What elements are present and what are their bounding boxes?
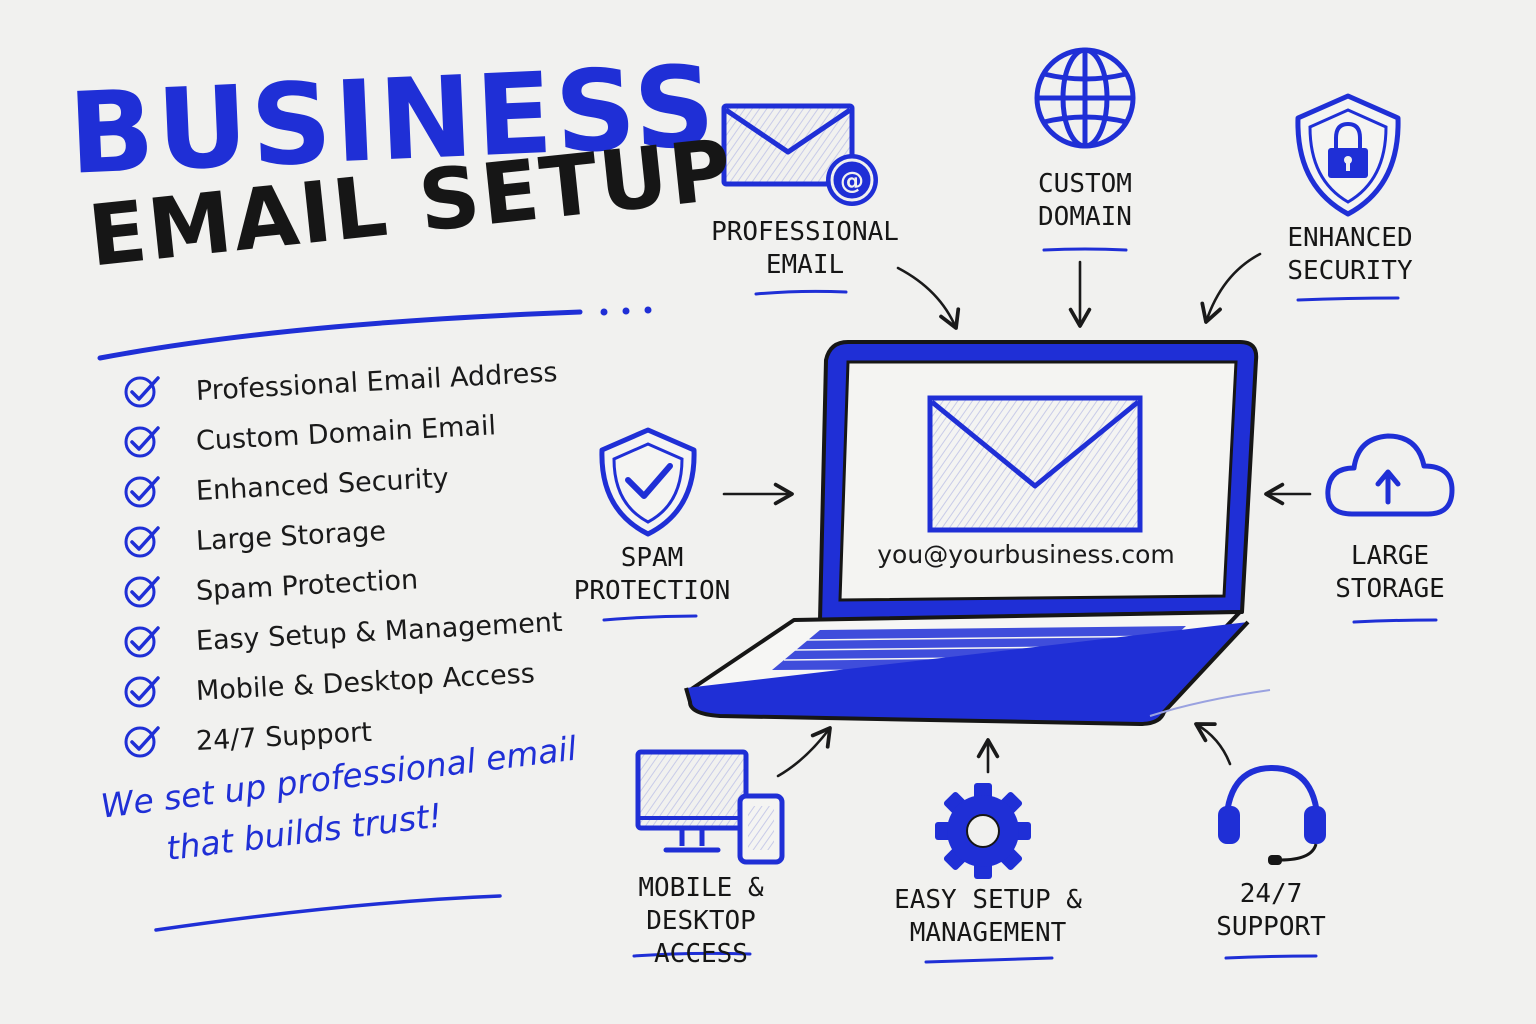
label-spam-protection: SPAM PROTECTION (570, 542, 734, 608)
gear-icon (935, 783, 1031, 879)
label-enhanced-security: ENHANCED SECURITY (1268, 222, 1432, 288)
label-mobile-desktop-access: MOBILE & DESKTOP ACCESS (594, 872, 808, 971)
label-line: PROFESSIONAL (711, 217, 899, 247)
feature-label: Mobile & Desktop Access (195, 657, 536, 707)
label-line: PROTECTION (573, 576, 731, 606)
title-underline (97, 306, 652, 361)
label-line: DOMAIN (1038, 202, 1132, 232)
label-easy-setup: EASY SETUP & MANAGEMENT (890, 884, 1086, 950)
laptop-email-address: you@yourbusiness.com (877, 540, 1175, 569)
check-icon (124, 676, 160, 708)
label-line: 24/7 (1239, 879, 1303, 909)
label-line: CUSTOM (1038, 169, 1132, 199)
laptop-illustration (684, 340, 1271, 726)
globe-icon (1034, 47, 1136, 149)
check-icon (124, 376, 160, 408)
label-line: EMAIL (765, 250, 845, 280)
shield-check-icon (599, 427, 697, 537)
label-line: SUPPORT (1216, 912, 1326, 942)
label-line: MOBILE & (638, 873, 764, 903)
check-icon (124, 476, 160, 508)
devices-icon (635, 749, 785, 865)
check-icon (124, 426, 160, 458)
feature-item: Professional Email Address (120, 357, 563, 416)
connector-arrows (722, 252, 1312, 778)
label-line: ENHANCED (1287, 223, 1413, 253)
feature-label: Enhanced Security (195, 462, 450, 507)
label-line: MANAGEMENT (909, 918, 1067, 948)
label-professional-email: PROFESSIONAL EMAIL (700, 216, 910, 282)
envelope-icon (927, 395, 1143, 533)
feature-item: Easy Setup & Management (120, 606, 563, 666)
check-icon (124, 726, 160, 758)
check-icon (124, 626, 160, 658)
headset-icon (1218, 764, 1326, 865)
svg-text:@: @ (840, 167, 864, 195)
feature-label: Large Storage (195, 515, 387, 557)
shield-lock-icon (1295, 93, 1401, 217)
cloud-upload-icon (1325, 433, 1455, 517)
label-line: DESKTOP ACCESS (646, 906, 756, 969)
feature-item: Large Storage (120, 516, 563, 566)
label-line: SECURITY (1287, 256, 1413, 286)
feature-item: Mobile & Desktop Access (120, 658, 563, 716)
tagline-underline (154, 894, 502, 932)
label-underlines (602, 247, 1438, 964)
feature-label: Custom Domain Email (195, 409, 497, 457)
feature-list: Professional Email Address Custom Domain… (120, 357, 563, 766)
label-support: 24/7 SUPPORT (1206, 878, 1336, 944)
feature-label: Spam Protection (195, 563, 419, 607)
label-line: SPAM (620, 543, 684, 573)
label-custom-domain: CUSTOM DOMAIN (1005, 168, 1165, 234)
envelope-at-icon: @ (721, 103, 878, 206)
feature-item: 24/7 Support (120, 716, 563, 766)
label-line: STORAGE (1335, 574, 1445, 604)
label-line: EASY SETUP & (894, 885, 1082, 915)
label-large-storage: LARGE STORAGE (1320, 540, 1460, 606)
feature-item: Enhanced Security (120, 462, 563, 516)
feature-item: Custom Domain Email (120, 410, 563, 466)
feature-item: Spam Protection (120, 563, 563, 616)
label-line: LARGE (1350, 541, 1430, 571)
check-icon (124, 526, 160, 558)
check-icon (124, 576, 160, 608)
